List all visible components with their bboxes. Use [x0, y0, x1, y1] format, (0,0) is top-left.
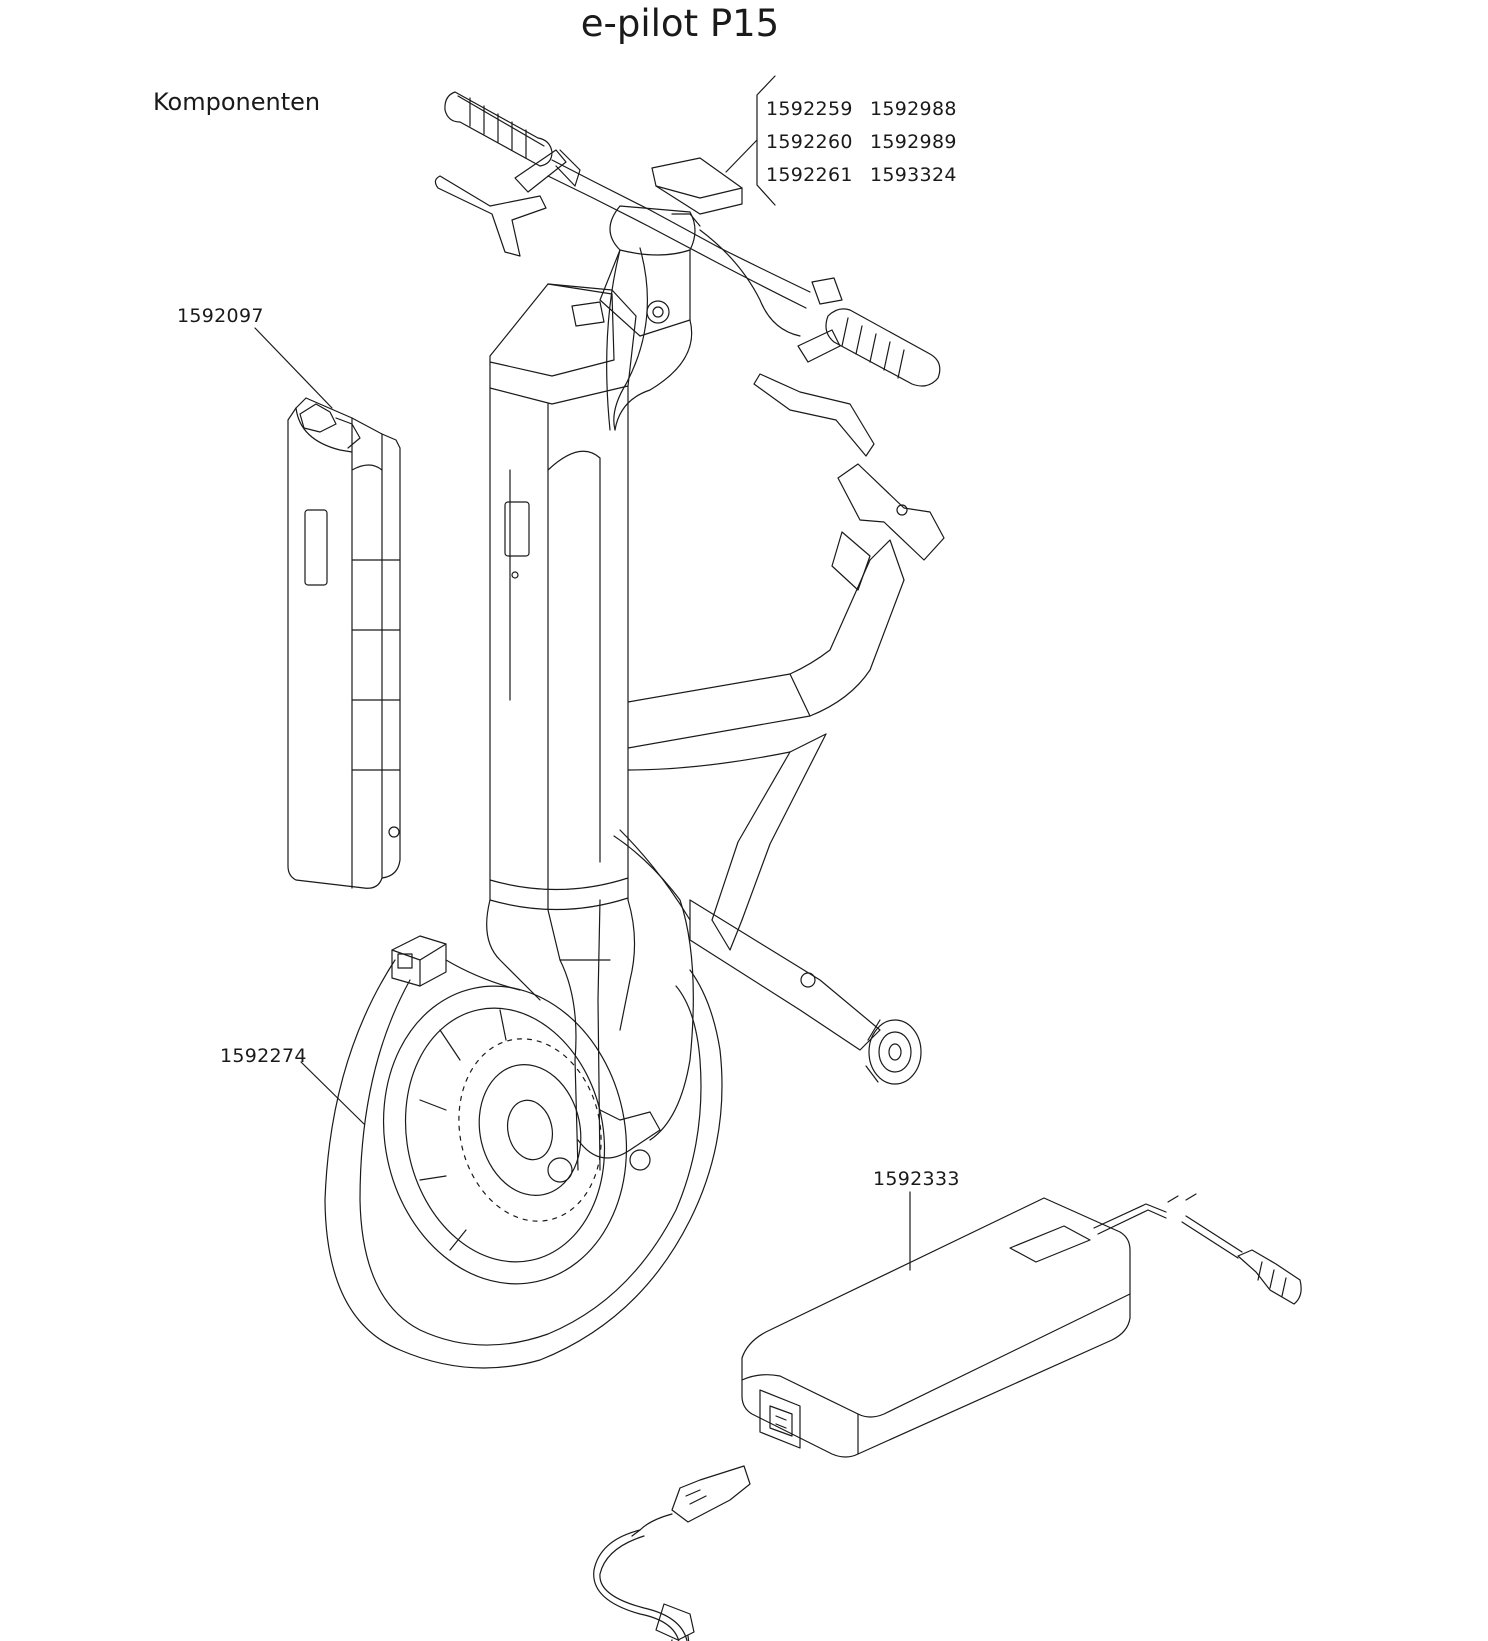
front-wheel-motor: [325, 936, 722, 1368]
frame-rear-arm: [614, 464, 944, 1140]
section-subtitle: Komponenten: [153, 88, 321, 116]
part-number-display-4: 1592989: [870, 131, 957, 153]
part-number-display-3: 1592260: [766, 131, 853, 153]
part-number-display-1: 1592259: [766, 98, 853, 120]
part-number-display-2: 1592988: [870, 98, 957, 120]
part-number-battery: 1592097: [177, 305, 264, 327]
leader-lines: [255, 76, 910, 1270]
battery-pack: [288, 398, 400, 888]
part-number-display-5: 1592261: [766, 164, 853, 186]
charger: [594, 1194, 1301, 1641]
part-number-charger: 1592333: [873, 1168, 960, 1190]
part-number-wheel-motor: 1592274: [220, 1045, 307, 1067]
handlebar: [435, 92, 939, 456]
diagram-title: e-pilot P15: [580, 2, 780, 45]
frame-main-tube: [487, 284, 636, 1170]
part-number-display-6: 1593324: [870, 164, 957, 186]
